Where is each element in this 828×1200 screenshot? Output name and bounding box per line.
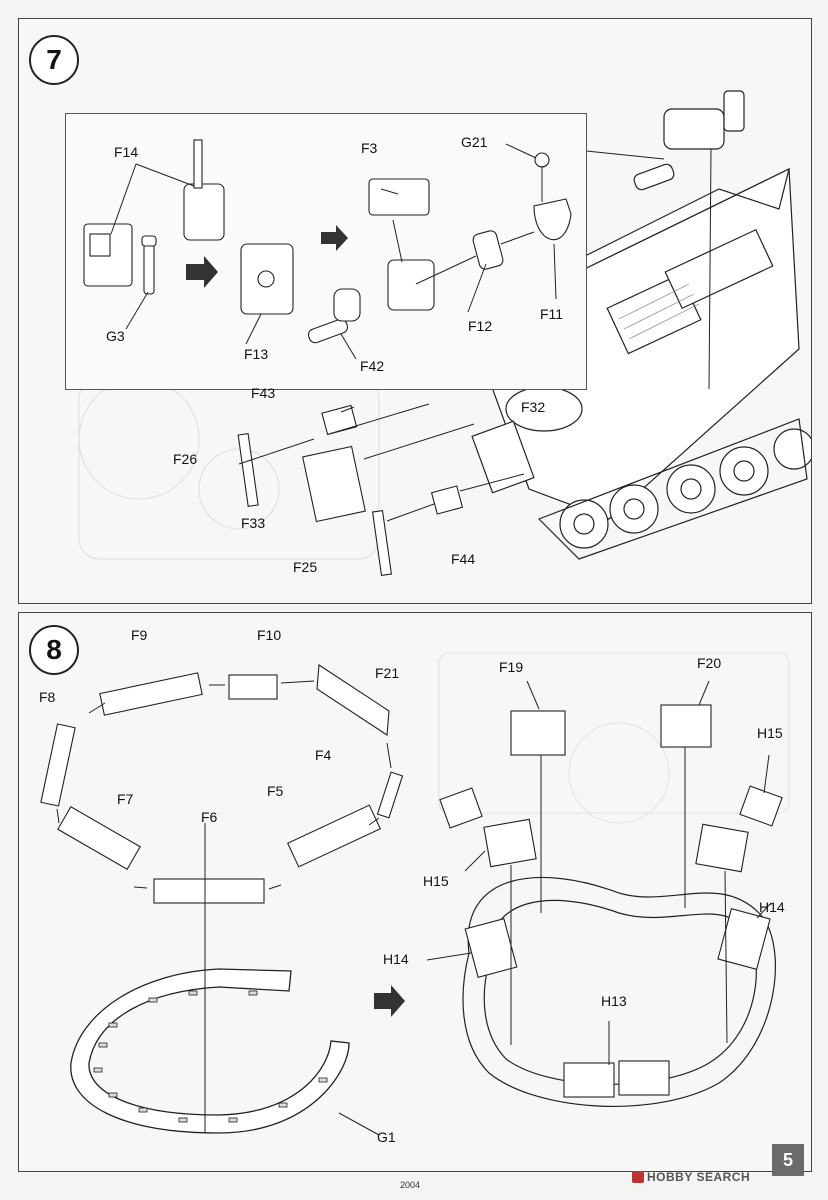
label-F8: F8	[39, 689, 56, 705]
label-F44: F44	[451, 551, 476, 567]
label-F9: F9	[131, 627, 148, 643]
label-G1: G1	[377, 1129, 396, 1145]
label-F19: F19	[499, 659, 524, 675]
footer-code: 2004	[400, 1180, 421, 1190]
step-7-panel: 7	[18, 18, 812, 604]
label-F13: F13	[244, 346, 269, 362]
step-8-panel: 8	[18, 612, 812, 1172]
label-F7: F7	[117, 791, 134, 807]
label-H13: H13	[601, 993, 627, 1009]
label-F43: F43	[251, 385, 276, 401]
label-H14-left: H14	[383, 951, 409, 967]
step-number-badge: 8	[29, 625, 79, 675]
label-F14: F14	[114, 144, 139, 160]
label-F33: F33	[241, 515, 266, 531]
step-7-detail-inset: F14 F3 G21 G3 F13 F42 F12 F11	[65, 113, 587, 390]
label-F25: F25	[293, 559, 318, 575]
watermark-logo: HOBBY SEARCH	[632, 1170, 750, 1184]
label-F3: F3	[361, 140, 378, 156]
tank-hull-illustration	[78, 90, 811, 577]
step-number: 8	[46, 634, 62, 665]
label-F12: F12	[468, 318, 493, 334]
label-F4: F4	[315, 747, 332, 763]
watermark-icon	[632, 1171, 644, 1183]
label-G21: G21	[461, 134, 488, 150]
label-F11: F11	[540, 306, 564, 322]
label-H15-left: H15	[423, 873, 449, 889]
label-F42: F42	[360, 358, 385, 374]
label-G3: G3	[106, 328, 125, 344]
label-F5: F5	[267, 783, 284, 799]
label-F20: F20	[697, 655, 722, 671]
label-F32: F32	[521, 399, 546, 415]
label-F10: F10	[257, 627, 282, 643]
step-8-assembly-drawing	[40, 652, 790, 1136]
step-number-badge: 7	[29, 35, 79, 85]
label-F26: F26	[173, 451, 198, 467]
label-F21: F21	[375, 665, 400, 681]
step-number: 7	[46, 44, 62, 75]
label-H14-right: H14	[759, 899, 785, 915]
label-F6: F6	[201, 809, 218, 825]
inset-assembly-drawing	[83, 139, 572, 360]
page-number: 5	[772, 1144, 804, 1176]
watermark-text: HOBBY SEARCH	[647, 1170, 751, 1184]
label-H15-right: H15	[757, 725, 783, 741]
